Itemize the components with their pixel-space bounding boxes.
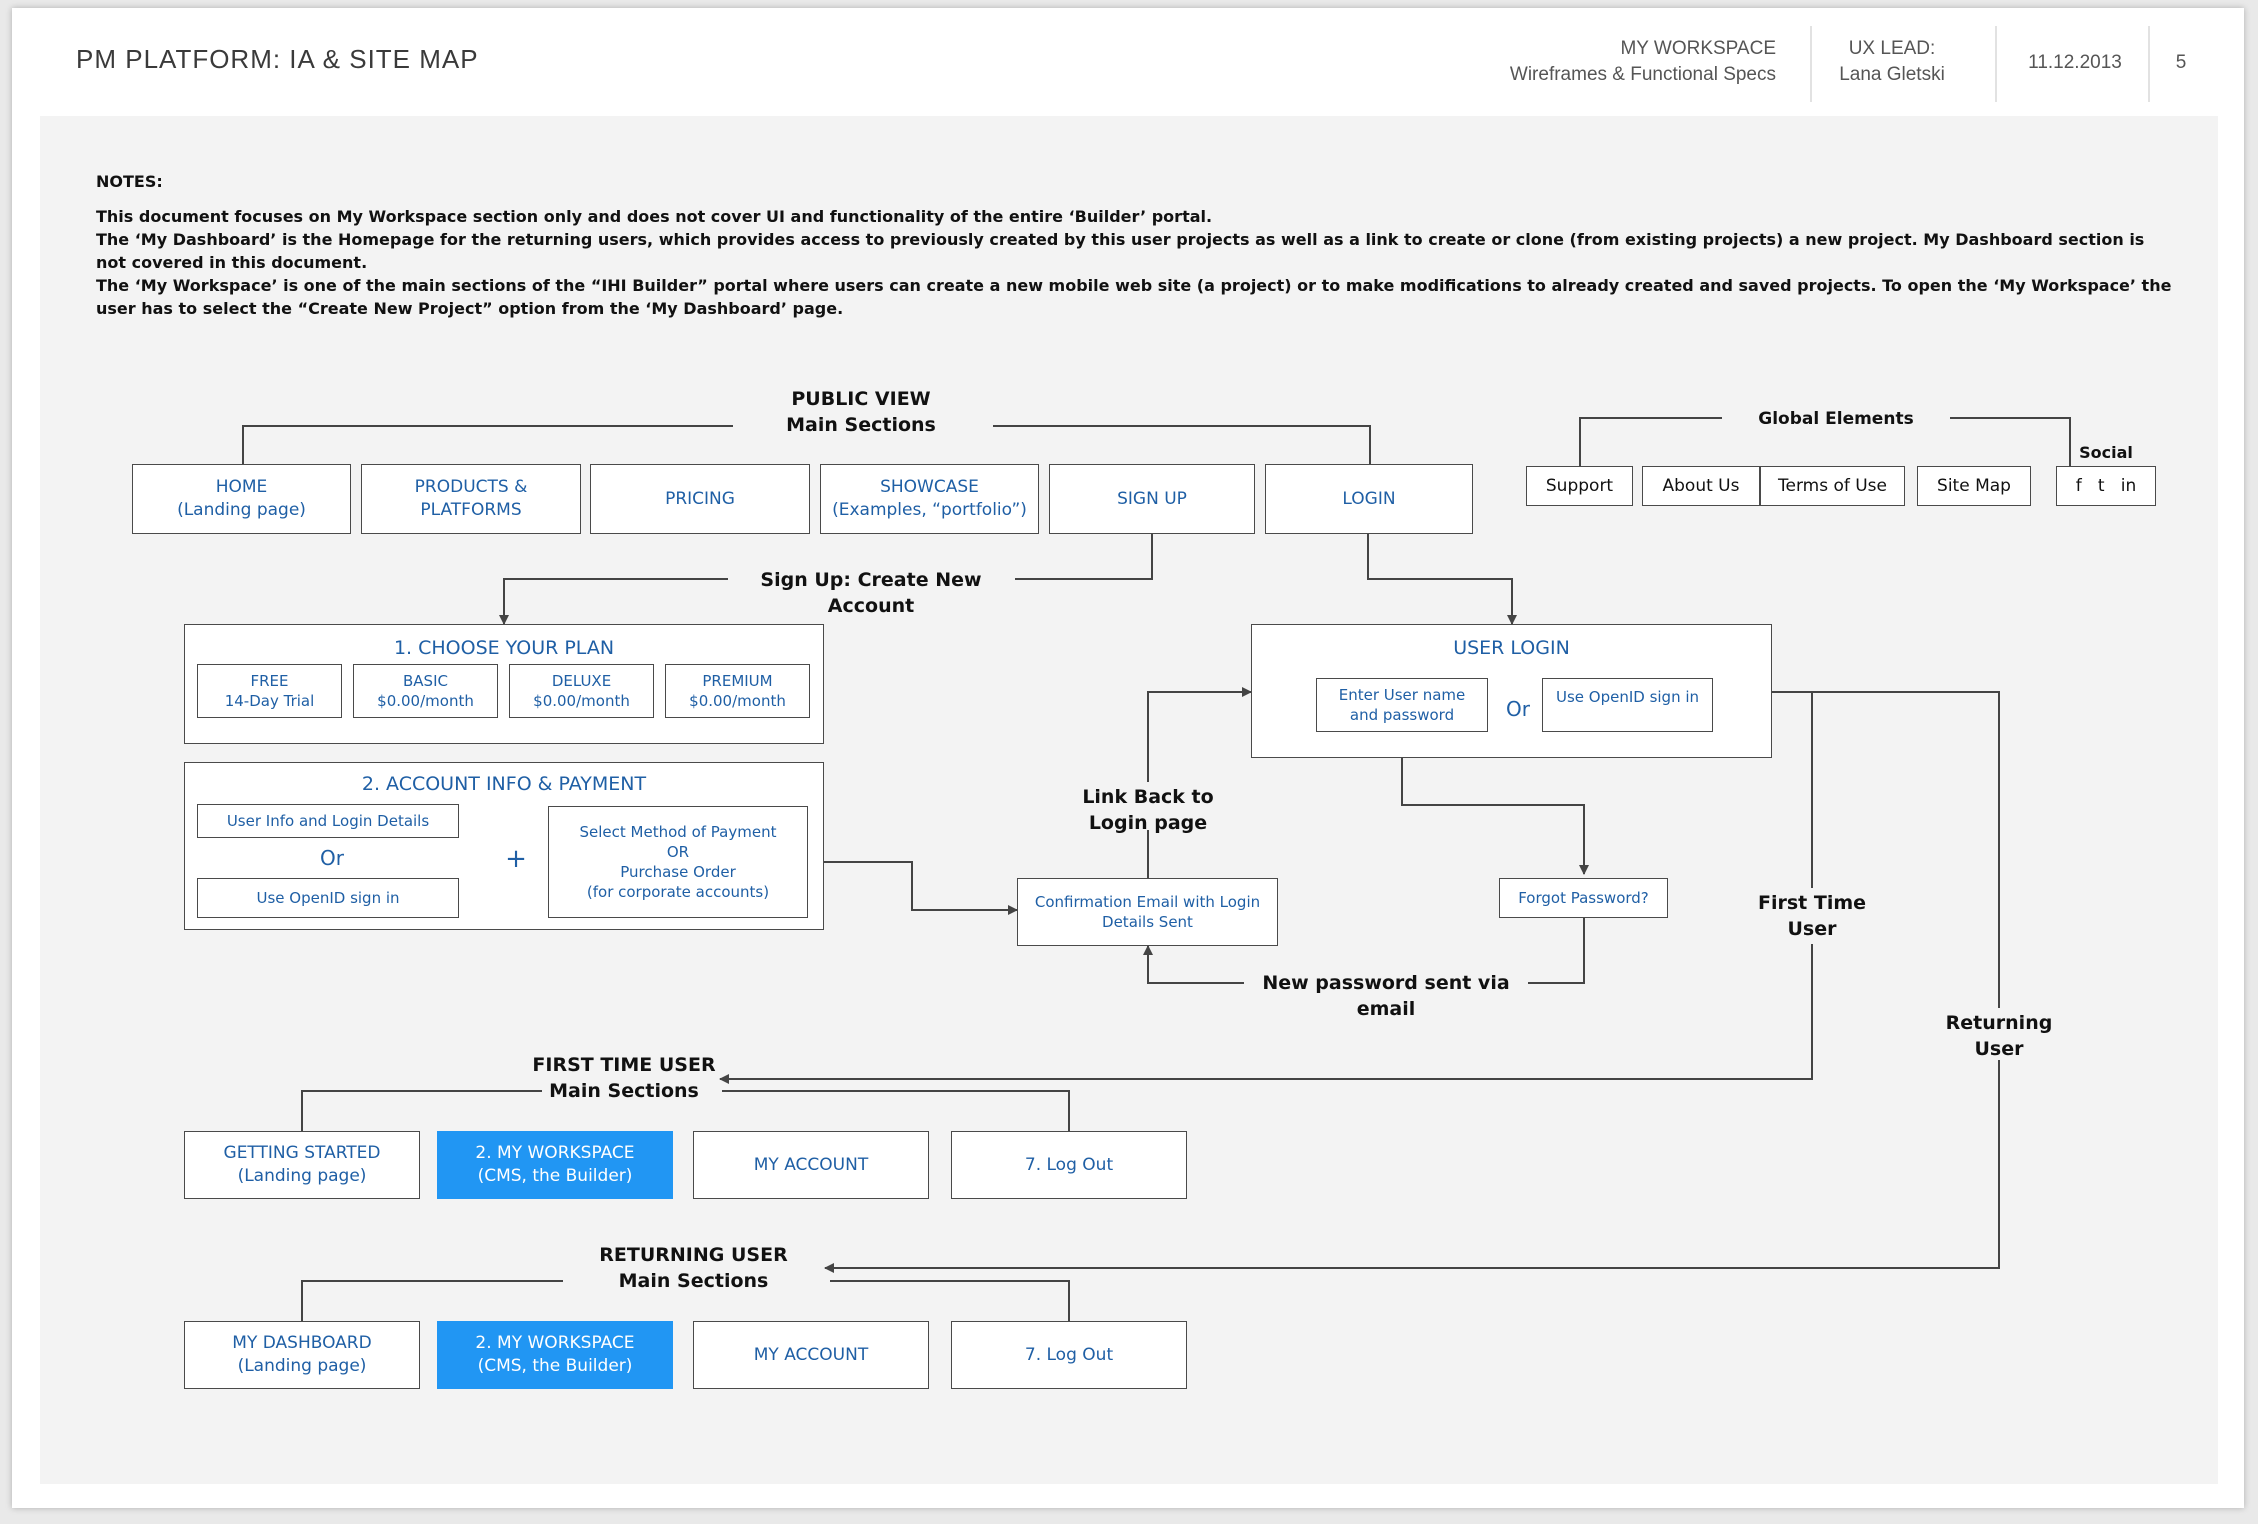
user-login-title: USER LOGIN (1453, 637, 1570, 659)
lead-label: UX LEAD: (1848, 38, 1936, 59)
choose-plan-title: 1. CHOOSE YOUR PLAN (393, 637, 615, 659)
login-returning-line (1812, 691, 2000, 1008)
header-divider (2148, 26, 2150, 102)
signup-or: Or (320, 846, 344, 870)
returning-label: Returning User (1945, 1012, 2053, 1060)
global-bracket-left (1579, 417, 1722, 466)
global-elements-label: Global Elements (1758, 409, 1914, 429)
header-divider (1995, 26, 1997, 102)
nav-sign-up[interactable]: SIGN UP (1049, 464, 1255, 534)
global-support[interactable]: Support (1526, 466, 1633, 506)
first-time-bracket-right (722, 1090, 1070, 1131)
header-lead: UX LEAD: Lana Gletski (1822, 36, 1962, 88)
user-info-login-details[interactable]: User Info and Login Details (197, 804, 459, 838)
returning-bracket-right (830, 1280, 1070, 1321)
page-number: 5 (2175, 52, 2187, 73)
signup-label: Sign Up: Create New Account (760, 569, 982, 617)
ru-my-workspace[interactable]: 2. MY WORKSPACE (CMS, the Builder) (437, 1321, 673, 1389)
payment-method[interactable]: Select Method of Payment OR Purchase Ord… (548, 806, 808, 918)
nav-products-platforms[interactable]: PRODUCTS & PLATFORMS (361, 464, 581, 534)
signup-connector (1015, 534, 1153, 580)
notes-title: NOTES: (96, 172, 163, 191)
ftu-my-workspace[interactable]: 2. MY WORKSPACE (CMS, the Builder) (437, 1131, 673, 1199)
account-payment-title: 2. ACCOUNT INFO & PAYMENT (361, 773, 647, 795)
nav-pricing[interactable]: PRICING (590, 464, 810, 534)
first-time-bracket-left (301, 1090, 542, 1131)
page-title: PM PLATFORM: IA & SITE MAP (76, 44, 479, 74)
global-site-map[interactable]: Site Map (1917, 466, 2031, 506)
login-first-time-line (1772, 691, 1813, 888)
nav-home[interactable]: HOME (Landing page) (132, 464, 351, 534)
notes-line: The ‘My Workspace’ is one of the main se… (96, 276, 2172, 318)
section-name: MY WORKSPACE (1620, 38, 1776, 59)
ftu-log-out[interactable]: 7. Log Out (951, 1131, 1187, 1199)
ftu-my-account[interactable]: MY ACCOUNT (693, 1131, 929, 1199)
social-icons[interactable]: f t in (2056, 466, 2156, 506)
social-label: Social (2079, 443, 2133, 462)
plan-premium[interactable]: PREMIUM $0.00/month (665, 664, 810, 718)
header-divider (1810, 26, 1812, 102)
first-time-user-label: FIRST TIME USER Main Sections (532, 1054, 716, 1102)
link-back-to-login (1147, 687, 1252, 782)
signup-openid[interactable]: Use OpenID sign in (197, 878, 459, 918)
header-section: MY WORKSPACE Wireframes & Functional Spe… (1510, 36, 1776, 88)
new-password-label: New password sent via email (1262, 972, 1510, 1020)
enter-to-forgot (1401, 732, 1589, 875)
notes-line: This document focuses on My Workspace se… (96, 207, 1213, 226)
public-view-bracket-right (993, 425, 1371, 464)
login-openid[interactable]: Use OpenID sign in (1542, 678, 1713, 732)
plan-deluxe[interactable]: DELUXE $0.00/month (509, 664, 654, 718)
link-back-label: Link Back to Login page (1082, 786, 1214, 834)
forgot-to-new-password (1528, 918, 1585, 984)
nav-showcase[interactable]: SHOWCASE (Examples, “portfolio”) (820, 464, 1039, 534)
ru-log-out[interactable]: 7. Log Out (951, 1321, 1187, 1389)
global-about-us[interactable]: About Us (1642, 466, 1760, 506)
payment-to-confirmation (810, 861, 1018, 915)
plan-basic[interactable]: BASIC $0.00/month (353, 664, 498, 718)
lead-name: Lana Gletski (1839, 64, 1945, 85)
plan-free[interactable]: FREE 14-Day Trial (197, 664, 342, 718)
login-enter-credentials[interactable]: Enter User name and password (1316, 678, 1488, 732)
global-bracket-right (1950, 417, 2071, 466)
signup-to-plan (499, 578, 728, 625)
doc-type: Wireframes & Functional Specs (1509, 64, 1776, 85)
ftu-getting-started[interactable]: GETTING STARTED (Landing page) (184, 1131, 420, 1199)
ru-my-dashboard[interactable]: MY DASHBOARD (Landing page) (184, 1321, 420, 1389)
forgot-password[interactable]: Forgot Password? (1499, 878, 1668, 918)
global-terms-of-use[interactable]: Terms of Use (1760, 466, 1905, 506)
header-date: 11.12.2013 (2028, 52, 2122, 73)
nav-login[interactable]: LOGIN (1265, 464, 1473, 534)
first-time-arrow (719, 944, 1813, 1084)
returning-arrow (824, 1060, 2000, 1273)
notes-line: The ‘My Dashboard’ is the Homepage for t… (96, 230, 2145, 272)
login-or: Or (1506, 697, 1530, 721)
public-view-label: PUBLIC VIEW Main Sections (786, 388, 936, 436)
ru-my-account[interactable]: MY ACCOUNT (693, 1321, 929, 1389)
public-view-bracket-left (242, 425, 733, 464)
returning-user-label: RETURNING USER Main Sections (599, 1244, 788, 1292)
returning-bracket-left (301, 1280, 563, 1321)
login-to-user-login (1367, 534, 1517, 625)
notes-block: NOTES: This document focuses on My Works… (96, 170, 2176, 320)
new-password-to-confirmation (1143, 945, 1244, 984)
plus-sign: + (505, 844, 527, 874)
first-time-label: First Time User (1757, 892, 1867, 940)
confirmation-email: Confirmation Email with Login Details Se… (1017, 878, 1278, 946)
